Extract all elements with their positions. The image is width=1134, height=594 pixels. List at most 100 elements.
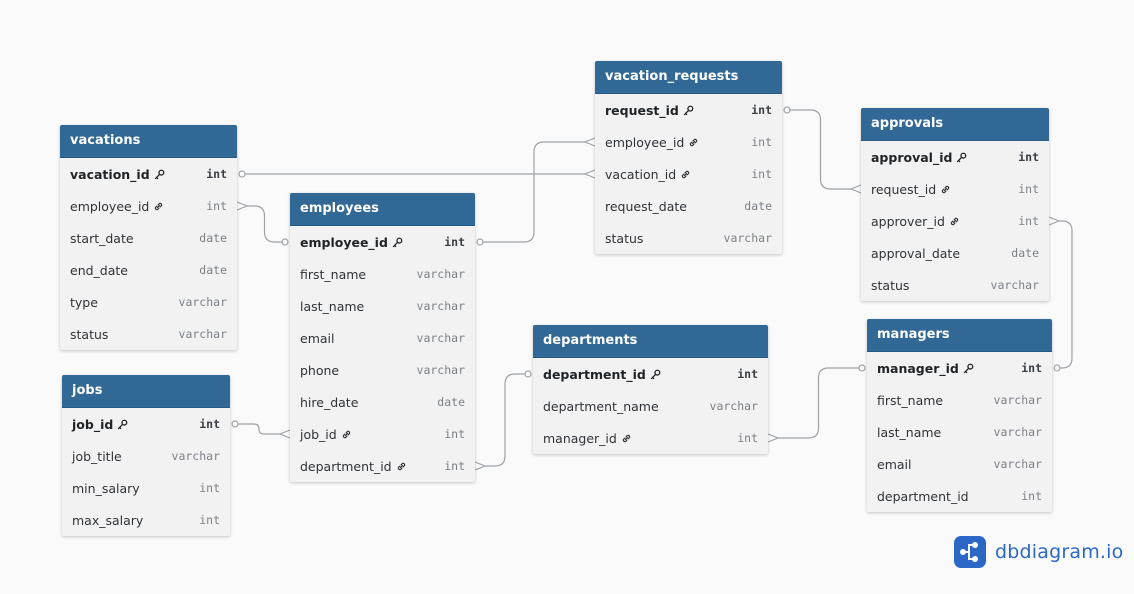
field-row[interactable]: last_name varchar bbox=[290, 290, 475, 322]
field-type: varchar bbox=[993, 457, 1042, 471]
foreign-key-icon bbox=[341, 429, 352, 440]
foreign-key-icon bbox=[940, 184, 951, 195]
field-name: manager_id bbox=[877, 361, 974, 376]
field-name: type bbox=[70, 295, 98, 310]
field-type: int bbox=[199, 417, 220, 431]
one-end-marker bbox=[281, 238, 289, 246]
one-end-marker bbox=[524, 370, 532, 378]
field-name-text: email bbox=[877, 456, 912, 472]
field-type: varchar bbox=[178, 295, 227, 309]
field-name: last_name bbox=[300, 299, 364, 314]
field-name: email bbox=[877, 457, 911, 472]
field-name-text: employee_id bbox=[70, 198, 150, 214]
field-name-text: manager_id bbox=[543, 430, 617, 446]
field-type: int bbox=[199, 513, 220, 527]
field-name-text: job_id bbox=[300, 426, 337, 442]
field-row[interactable]: employee_id int bbox=[60, 190, 237, 222]
field-row[interactable]: last_name varchar bbox=[867, 416, 1052, 448]
field-name: vacation_id bbox=[605, 167, 691, 182]
field-name: department_id bbox=[300, 459, 407, 474]
field-name: last_name bbox=[877, 425, 941, 440]
field-type: varchar bbox=[416, 299, 465, 313]
field-name-text: status bbox=[70, 326, 109, 342]
one-end-marker bbox=[1053, 364, 1061, 372]
primary-key-icon bbox=[154, 169, 165, 180]
field-type: int bbox=[206, 199, 227, 213]
field-name-text: employee_id bbox=[605, 134, 685, 150]
field-name: job_title bbox=[72, 449, 122, 464]
field-name-text: max_salary bbox=[72, 512, 144, 528]
field-type: date bbox=[437, 395, 465, 409]
field-name-text: request_id bbox=[605, 102, 679, 118]
field-name-text: type bbox=[70, 294, 98, 310]
many-end-marker bbox=[236, 201, 248, 211]
field-type: varchar bbox=[416, 331, 465, 345]
field-row[interactable]: type varchar bbox=[60, 286, 237, 318]
field-type: varchar bbox=[171, 449, 220, 463]
field-name: job_id bbox=[72, 417, 128, 432]
field-name-text: vacation_id bbox=[70, 166, 150, 182]
table-header-employees: employees bbox=[290, 193, 475, 226]
field-type: int bbox=[751, 103, 772, 117]
field-row[interactable]: email varchar bbox=[867, 448, 1052, 480]
field-row[interactable]: job_id int bbox=[62, 408, 230, 440]
field-row[interactable]: department_name varchar bbox=[533, 390, 768, 422]
relationship-line bbox=[247, 205, 282, 243]
field-name-text: vacation_id bbox=[605, 166, 677, 182]
field-row[interactable]: request_id int bbox=[595, 94, 782, 126]
field-name: phone bbox=[300, 363, 339, 378]
field-type: varchar bbox=[993, 425, 1042, 439]
field-name-text: manager_id bbox=[877, 360, 959, 376]
brand[interactable]: dbdiagram.io bbox=[954, 535, 1123, 569]
field-name: department_name bbox=[543, 399, 659, 414]
many-end-marker bbox=[279, 429, 291, 439]
field-name-text: job_title bbox=[72, 448, 122, 464]
field-name-text: employee_id bbox=[300, 234, 388, 250]
relationship-line bbox=[485, 373, 525, 467]
field-name-text: approver_id bbox=[871, 213, 945, 229]
field-name-text: phone bbox=[300, 362, 340, 378]
field-name: approval_id bbox=[871, 150, 967, 165]
field-type: varchar bbox=[709, 399, 758, 413]
primary-key-icon bbox=[956, 152, 967, 163]
many-end-marker bbox=[584, 137, 596, 147]
field-name: request_id bbox=[871, 182, 951, 197]
field-name: department_id bbox=[543, 367, 661, 382]
field-row[interactable]: max_salary int bbox=[62, 504, 230, 536]
field-row[interactable]: job_title varchar bbox=[62, 440, 230, 472]
